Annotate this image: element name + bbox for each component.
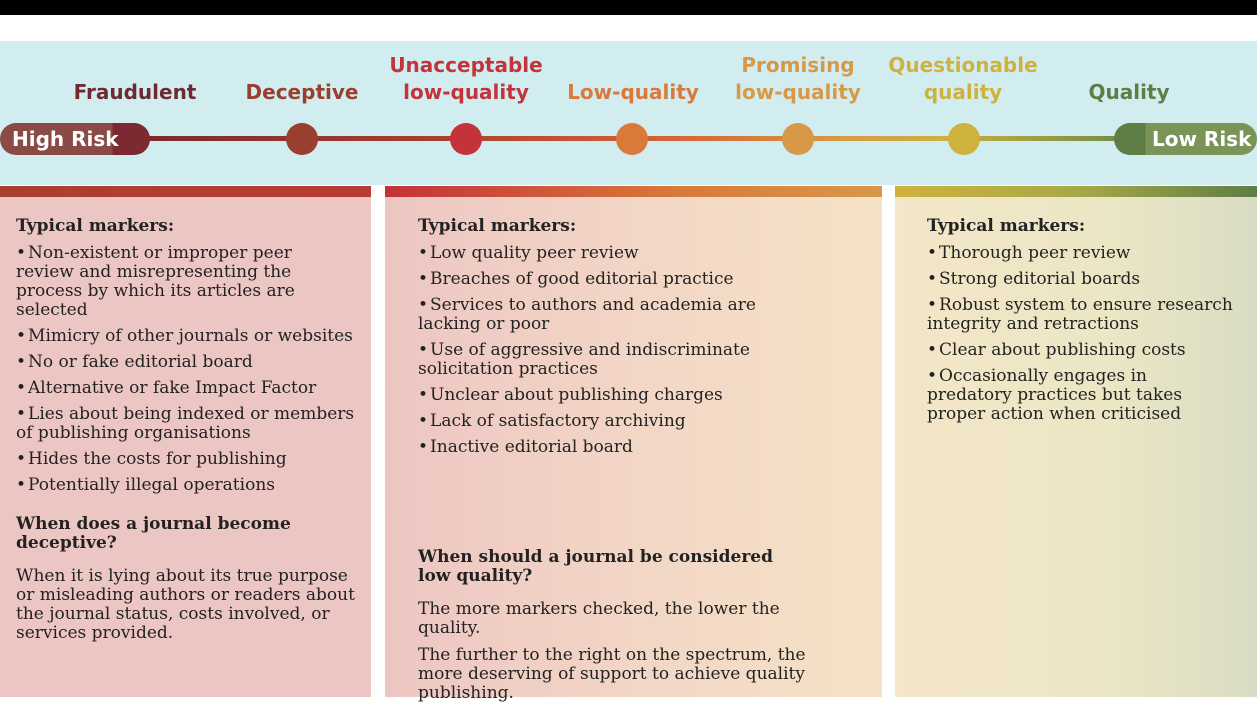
marker-item: Lack of satisfactory archiving	[418, 412, 822, 431]
spectrum-band	[0, 41, 1257, 185]
color-bar	[895, 186, 1257, 197]
marker-item: No or fake editorial board	[16, 353, 355, 372]
color-bar	[0, 186, 371, 197]
marker-item: Use of aggressive and indiscriminate sol…	[418, 341, 822, 379]
low-quality-panel: Typical markers: Low quality peer review…	[385, 197, 882, 703]
question-heading: When should a journal be considered low …	[418, 547, 773, 586]
marker-item: Non-existent or improper peer review and…	[16, 244, 355, 320]
marker-item: Hides the costs for publishing	[16, 450, 355, 469]
marker-item: Clear about publishing costs	[927, 341, 1237, 360]
marker-item: Strong editorial boards	[927, 270, 1237, 289]
category-label: Deceptive	[245, 80, 359, 104]
category-label: Fraudulent	[73, 80, 197, 104]
marker-item: Mimicry of other journals or websites	[16, 327, 355, 346]
marker-item: Services to authors and academia are lac…	[418, 296, 822, 334]
spectrum-dot	[948, 123, 980, 155]
answer-text: The more markers checked, the lower the …	[418, 599, 780, 638]
marker-item: Unclear about publishing charges	[418, 386, 822, 405]
marker-item: Thorough peer review	[927, 244, 1237, 263]
marker-item: Inactive editorial board	[418, 438, 822, 457]
marker-item: Occasionally engages in predatory practi…	[927, 367, 1237, 424]
quality-panel: Typical markers: Thorough peer review St…	[895, 197, 1257, 697]
spectrum-dot	[616, 123, 648, 155]
low-risk-pill: Low Risk	[1114, 123, 1257, 155]
spectrum-dot	[286, 123, 318, 155]
answer-text: When it is lying about its true purpose …	[16, 566, 355, 643]
high-risk-pill: High Risk	[0, 123, 150, 155]
marker-item: Robust system to ensure research integri…	[927, 296, 1237, 334]
category-label: Quality	[1088, 80, 1170, 104]
markers-heading: Typical markers:	[16, 216, 175, 236]
markers-heading: Typical markers:	[927, 216, 1086, 236]
low-risk-label: Low Risk	[1152, 127, 1252, 151]
marker-item: Breaches of good editorial practice	[418, 270, 822, 289]
spectrum-dot	[782, 123, 814, 155]
high-risk-label: High Risk	[12, 127, 119, 151]
marker-item: Low quality peer review	[418, 244, 822, 263]
spectrum-dot	[450, 123, 482, 155]
marker-item: Potentially illegal operations	[16, 476, 355, 495]
top-bar	[0, 0, 1257, 15]
marker-item: Lies about being indexed or members of p…	[16, 405, 355, 443]
category-label: Low-quality	[567, 80, 699, 104]
marker-item: Alternative or fake Impact Factor	[16, 379, 355, 398]
question-heading: When does a journal become deceptive?	[16, 514, 291, 553]
color-bar	[385, 186, 882, 197]
answer-text: The further to the right on the spectrum…	[418, 645, 806, 703]
fraudulent-panel: Typical markers: Non-existent or imprope…	[0, 197, 371, 697]
markers-heading: Typical markers:	[418, 216, 577, 236]
